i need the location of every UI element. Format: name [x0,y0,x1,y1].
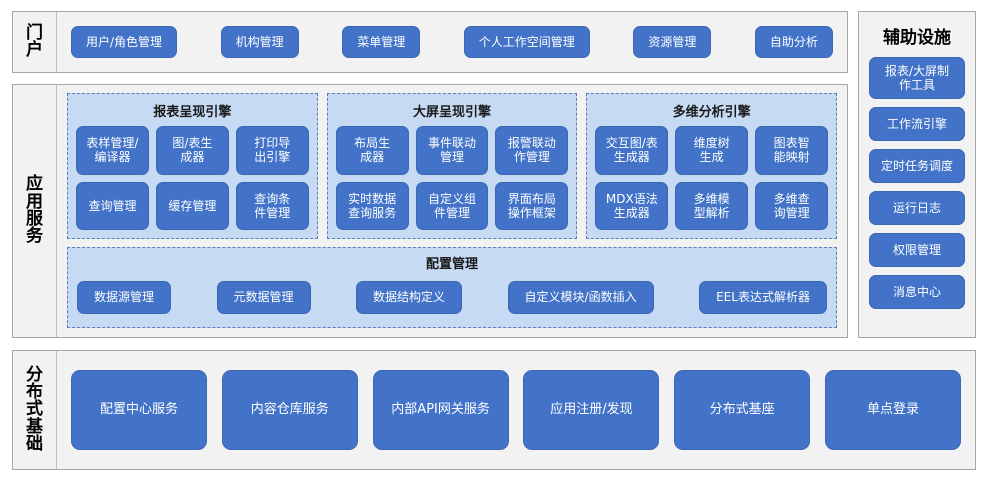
auxiliary-facilities-section: 辅助设施 报表/大屏制 作工具 工作流引擎 定时任务调度 运行日志 权限管理 消… [858,11,976,338]
distributed-foundation-band-label: 分布式基础 [13,351,57,469]
config-button-eel-expression-parser[interactable]: EEL表达式解析器 [699,281,827,314]
engine-button-ui-layout-operation-framework[interactable]: 界面布局 操作框架 [495,181,569,230]
engine-button-report-template-management-compiler[interactable]: 表样管理/ 编译器 [76,126,149,175]
engine-button-realtime-data-query-service[interactable]: 实时数据 查询服务 [335,181,409,230]
portal-button-row: 用户/角色管理 机构管理 菜单管理 个人工作空间管理 资源管理 自助分析 [57,12,847,72]
dist-button-content-repository-service[interactable]: 内容仓库服务 [221,370,358,450]
engine-button-alarm-linkage-action-management[interactable]: 报警联动 作管理 [495,126,569,175]
application-services-section: 应用服务 报表呈现引擎 表样管理/ 编译器 图/表生 成器 打印导 出引擎 查询… [12,84,848,338]
configuration-management-title: 配置管理 [425,257,478,272]
engine-button-multidimensional-query-management[interactable]: 多维查 询管理 [755,181,829,230]
dist-button-distributed-base[interactable]: 分布式基座 [674,370,811,450]
large-screen-rendering-engine-title: 大屏呈现引擎 [413,105,492,120]
portal-band-label: 门户 [13,12,57,72]
engine-button-cache-management[interactable]: 缓存管理 [155,181,229,230]
portal-button-resource-management[interactable]: 资源管理 [633,26,712,58]
report-rendering-engine-grid: 表样管理/ 编译器 图/表生 成器 打印导 出引擎 查询管理 缓存管理 查询条 … [76,126,309,230]
engine-button-query-management[interactable]: 查询管理 [76,181,149,230]
portal-band-label-text: 门户 [26,22,43,60]
application-services-band-label-text: 应用服务 [26,174,43,247]
large-screen-rendering-engine-panel: 大屏呈现引擎 布局生 成器 事件联动 管理 报警联动 作管理 实时数据 查询服务… [326,93,578,239]
engine-button-custom-component-management[interactable]: 自定义组 件管理 [415,181,489,230]
application-services-content: 报表呈现引擎 表样管理/ 编译器 图/表生 成器 打印导 出引擎 查询管理 缓存… [57,85,847,337]
dist-button-application-registration-discovery[interactable]: 应用注册/发现 [523,370,660,450]
portal-section: 门户 用户/角色管理 机构管理 菜单管理 个人工作空间管理 资源管理 自助分析 [12,11,848,73]
report-rendering-engine-title: 报表呈现引擎 [153,105,232,120]
configuration-management-row: 数据源管理 元数据管理 数据结构定义 自定义模块/函数插入 EEL表达式解析器 [77,278,827,319]
engine-button-multidimensional-model-parsing[interactable]: 多维模 型解析 [675,181,749,230]
report-rendering-engine-panel: 报表呈现引擎 表样管理/ 编译器 图/表生 成器 打印导 出引擎 查询管理 缓存… [67,93,318,239]
engine-button-event-linkage-management[interactable]: 事件联动 管理 [415,126,489,175]
multidimensional-analysis-engine-grid: 交互图/表 生成器 维度树 生成 图表智 能映射 MDX语法 生成器 多维模 型… [595,126,829,230]
auxiliary-facilities-title: 辅助设施 [883,28,951,48]
portal-button-menu-management[interactable]: 菜单管理 [342,26,421,58]
multidimensional-analysis-engine-panel: 多维分析引擎 交互图/表 生成器 维度树 生成 图表智 能映射 MDX语法 生成… [586,93,838,239]
aux-button-permission-management[interactable]: 权限管理 [869,233,965,267]
aux-button-scheduled-task-scheduler[interactable]: 定时任务调度 [869,149,965,183]
portal-button-self-service-analysis[interactable]: 自助分析 [754,26,833,58]
dist-button-config-center-service[interactable]: 配置中心服务 [71,370,207,450]
config-button-custom-module-function-insertion[interactable]: 自定义模块/函数插入 [507,281,654,314]
multidimensional-analysis-engine-title: 多维分析引擎 [672,105,751,120]
engine-button-dimension-tree-generation[interactable]: 维度树 生成 [675,126,749,175]
config-button-metadata-management[interactable]: 元数据管理 [216,281,311,314]
dist-button-internal-api-gateway-service[interactable]: 内部API网关服务 [372,370,509,450]
engine-button-interactive-chart-table-generator[interactable]: 交互图/表 生成器 [595,126,669,175]
engine-button-mdx-syntax-generator[interactable]: MDX语法 生成器 [595,181,669,230]
configuration-management-panel: 配置管理 数据源管理 元数据管理 数据结构定义 自定义模块/函数插入 EEL表达… [67,247,837,328]
large-screen-rendering-engine-grid: 布局生 成器 事件联动 管理 报警联动 作管理 实时数据 查询服务 自定义组 件… [335,126,569,230]
engine-row: 报表呈现引擎 表样管理/ 编译器 图/表生 成器 打印导 出引擎 查询管理 缓存… [67,93,838,239]
engine-button-query-condition-management[interactable]: 查询条 件管理 [235,181,309,230]
config-button-data-structure-definition[interactable]: 数据结构定义 [356,281,463,314]
aux-button-runtime-log[interactable]: 运行日志 [869,191,965,225]
engine-button-chart-intelligent-mapping[interactable]: 图表智 能映射 [755,126,829,175]
distributed-foundation-band-label-text: 分布式基础 [26,364,43,454]
engine-button-layout-generator[interactable]: 布局生 成器 [335,126,409,175]
config-button-datasource-management[interactable]: 数据源管理 [77,281,172,314]
aux-button-workflow-engine[interactable]: 工作流引擎 [869,107,965,141]
auxiliary-facilities-list: 报表/大屏制 作工具 工作流引擎 定时任务调度 运行日志 权限管理 消息中心 [869,57,965,309]
engine-button-print-export-engine[interactable]: 打印导 出引擎 [235,126,309,175]
portal-button-user-role-management[interactable]: 用户/角色管理 [71,26,178,58]
aux-button-message-center[interactable]: 消息中心 [869,275,965,309]
engine-button-chart-table-generator[interactable]: 图/表生 成器 [155,126,229,175]
application-services-band-label: 应用服务 [13,85,57,337]
distributed-foundation-button-row: 配置中心服务 内容仓库服务 内部API网关服务 应用注册/发现 分布式基座 单点… [57,351,975,469]
dist-button-single-sign-on[interactable]: 单点登录 [824,370,961,450]
aux-button-report-dashboard-authoring-tool[interactable]: 报表/大屏制 作工具 [869,57,965,99]
portal-button-personal-workspace-management[interactable]: 个人工作空间管理 [463,26,590,58]
distributed-foundation-section: 分布式基础 配置中心服务 内容仓库服务 内部API网关服务 应用注册/发现 分布… [12,350,976,470]
portal-button-organization-management[interactable]: 机构管理 [220,26,299,58]
